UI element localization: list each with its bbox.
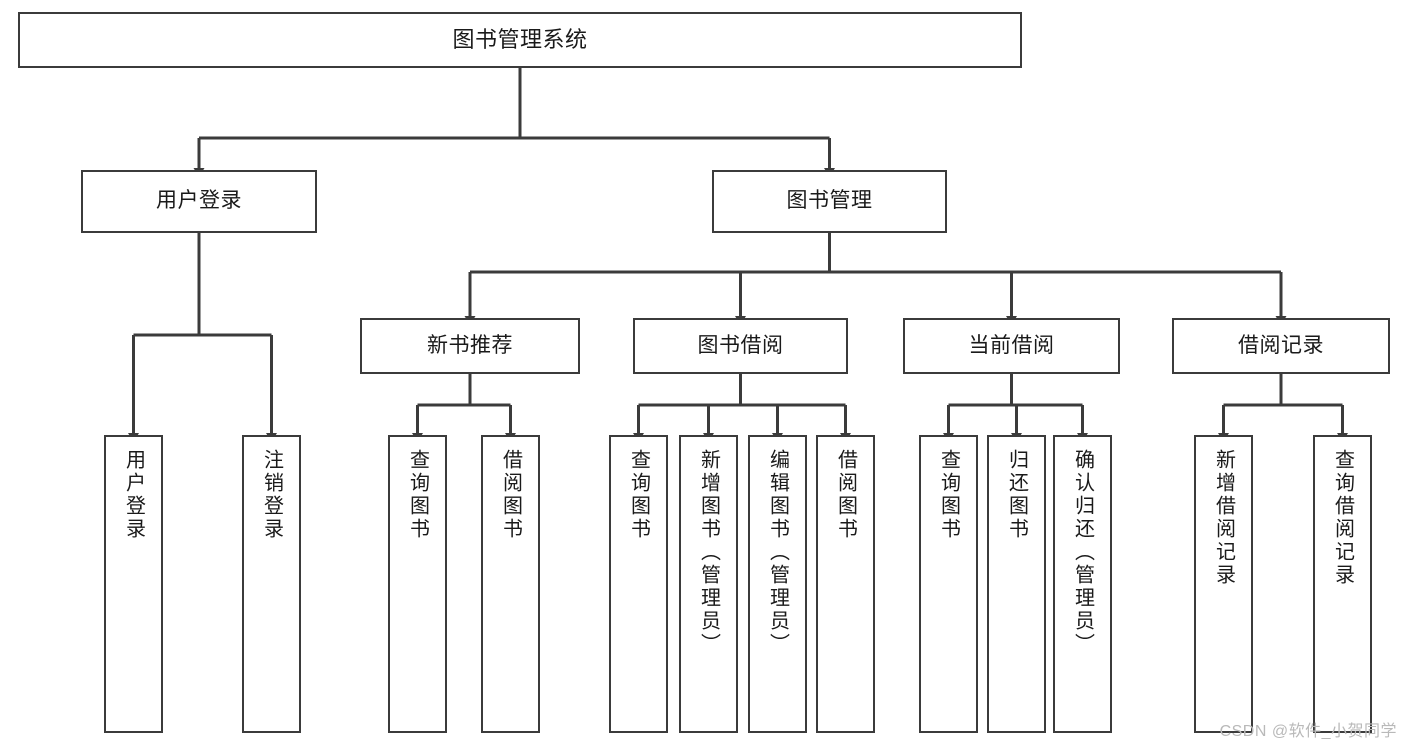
node-label: 查询图书 — [406, 449, 429, 541]
node-label: 图书借阅 — [697, 333, 784, 357]
node-label: 借阅记录 — [1238, 333, 1324, 357]
node-label: 当前借阅 — [968, 333, 1055, 357]
node-leaf-cb-query[interactable]: 查询图书 — [919, 435, 978, 733]
node-leaf-bb-borrow[interactable]: 借阅图书 — [816, 435, 875, 733]
node-leaf-br-query[interactable]: 查询借阅记录 — [1313, 435, 1372, 733]
node-label: 查询图书 — [937, 449, 960, 541]
node-label: 新书推荐 — [427, 333, 513, 357]
node-leaf-cb-return[interactable]: 归还图书 — [987, 435, 1046, 733]
node-borrow-record[interactable]: 借阅记录 — [1172, 318, 1390, 374]
node-label: 用户登录 — [156, 189, 242, 213]
node-leaf-cb-confirm[interactable]: 确认归还（管理员） — [1053, 435, 1112, 733]
node-leaf-bb-query[interactable]: 查询图书 — [609, 435, 668, 733]
node-label: 归还图书 — [1005, 449, 1028, 541]
node-label: 借阅图书 — [499, 449, 522, 541]
node-label: 图书管理 — [786, 189, 873, 213]
node-current-borrow[interactable]: 当前借阅 — [903, 318, 1120, 374]
node-leaf-bb-add[interactable]: 新增图书（管理员） — [679, 435, 738, 733]
node-label: 确认归还（管理员） — [1071, 449, 1094, 656]
connector-group — [128, 68, 1348, 442]
node-label: 注销登录 — [260, 449, 283, 541]
node-label: 查询图书 — [627, 449, 650, 541]
node-leaf-user-login[interactable]: 用户登录 — [104, 435, 163, 733]
node-label: 查询借阅记录 — [1331, 449, 1354, 587]
node-label: 用户登录 — [122, 449, 145, 541]
node-leaf-rec-borrow[interactable]: 借阅图书 — [481, 435, 540, 733]
node-leaf-bb-edit[interactable]: 编辑图书（管理员） — [748, 435, 807, 733]
node-label: 新增借阅记录 — [1212, 449, 1235, 587]
node-label: 新增图书（管理员） — [697, 449, 720, 656]
node-leaf-rec-query[interactable]: 查询图书 — [388, 435, 447, 733]
node-label: 借阅图书 — [834, 449, 857, 541]
node-book-manage[interactable]: 图书管理 — [712, 170, 947, 233]
node-root[interactable]: 图书管理系统 — [18, 12, 1022, 68]
node-leaf-logout[interactable]: 注销登录 — [242, 435, 301, 733]
node-leaf-br-add[interactable]: 新增借阅记录 — [1194, 435, 1253, 733]
node-user-login[interactable]: 用户登录 — [81, 170, 317, 233]
node-new-book-rec[interactable]: 新书推荐 — [360, 318, 580, 374]
node-label: 图书管理系统 — [452, 27, 588, 53]
node-book-borrow[interactable]: 图书借阅 — [633, 318, 848, 374]
node-label: 编辑图书（管理员） — [766, 449, 789, 656]
